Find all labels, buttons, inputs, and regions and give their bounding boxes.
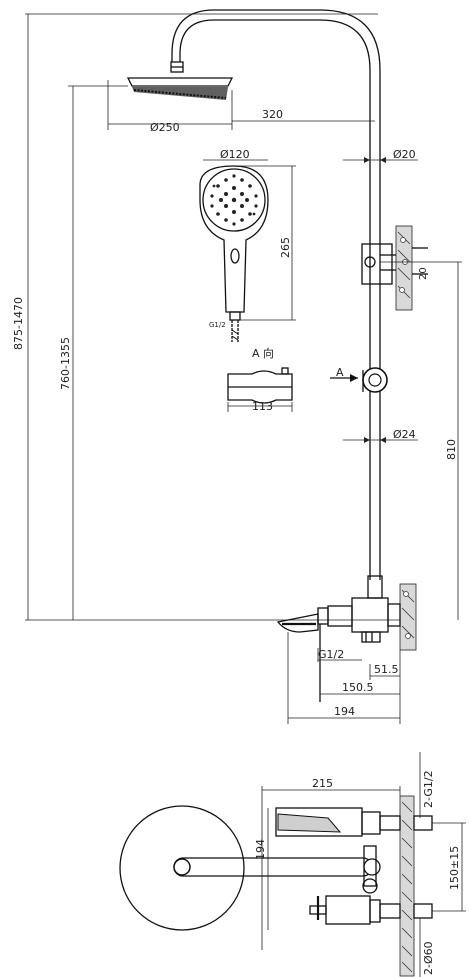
inlet-spacing-label: 150±15 <box>448 846 461 890</box>
head-diameter-label: Ø250 <box>150 121 180 134</box>
mixer-thread-label: G1/2 <box>318 648 344 661</box>
mixer-height-label: 760-1355 <box>59 337 72 390</box>
mixer-depth-label: 150.5 <box>342 681 374 694</box>
hose-thread-label: G1/2 <box>209 321 226 329</box>
view-arrow-label: A <box>336 366 344 379</box>
spray-nozzles <box>210 174 258 226</box>
hand-shower-thread <box>229 311 241 321</box>
view-arrow-head <box>350 374 358 382</box>
top-depth-label: 194 <box>254 839 267 860</box>
pipe-top-diameter-label: Ø20 <box>393 148 416 161</box>
mixer-offset-label: 51.5 <box>374 663 399 676</box>
rain-shower-head <box>126 77 234 100</box>
bracket-height-label: 20 <box>418 267 429 280</box>
slide-holder-on-pipe <box>362 367 388 393</box>
holder-width-label: 113 <box>252 400 273 413</box>
mixer-connector-top <box>363 845 377 887</box>
hand-shower-button <box>230 248 240 264</box>
view-a-label: A 向 <box>252 346 274 360</box>
arm-reach-label: 320 <box>262 108 283 121</box>
lower-wall-plate <box>399 583 417 651</box>
rain-shower-head-top <box>119 805 245 931</box>
inlet-thread-label: 2-G1/2 <box>422 770 435 808</box>
total-height-label: 875-1470 <box>12 297 25 350</box>
upper-inlet-body <box>275 807 433 837</box>
slide-holder-view-a <box>227 367 293 404</box>
lower-inlet-body <box>309 895 433 925</box>
riser-pipe <box>171 9 381 580</box>
top-view: 215 194 2-G1/2 150±15 2-Ø60 <box>119 752 466 977</box>
shower-arm-top <box>173 857 373 877</box>
thermostatic-mixer <box>317 575 401 643</box>
overall-depth-label: 194 <box>334 705 355 718</box>
top-width-label: 215 <box>312 777 333 790</box>
pipe-bottom-diameter-label: Ø24 <box>393 428 416 441</box>
flange-diameter-label: 2-Ø60 <box>422 941 435 975</box>
slide-bar-height-label: 810 <box>445 439 458 460</box>
upper-wall-bracket <box>361 225 428 311</box>
front-view: Ø250 320 875-1470 760-1355 <box>12 9 462 724</box>
hand-shower-face <box>202 168 266 232</box>
hand-shower <box>199 165 269 342</box>
handset-length-label: 265 <box>279 237 292 258</box>
wall-top <box>399 795 415 977</box>
spout <box>276 613 319 633</box>
handset-diameter-label: Ø120 <box>220 148 250 161</box>
